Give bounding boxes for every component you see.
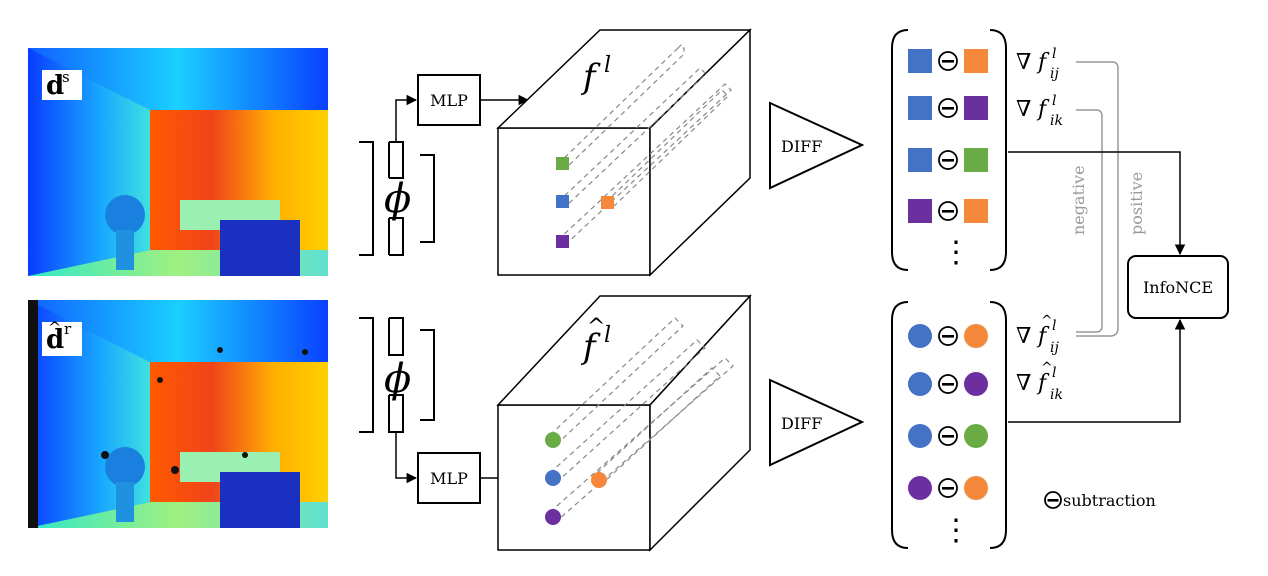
brow2-right-circle [964, 372, 988, 396]
svg-text:ik: ik [1050, 113, 1063, 129]
infonce-box [1127, 255, 1229, 319]
svg-text:^: ^ [48, 318, 61, 337]
svg-text:l: l [1052, 46, 1056, 62]
svg-text:l: l [1052, 365, 1056, 381]
grad-label-top-ij: ∇ f l ij [1016, 46, 1059, 82]
brow2-left-circle [908, 372, 932, 396]
gradient-rows-top [908, 49, 988, 223]
grad-label-bottom-ik: ∇ f ^ l ik [1016, 360, 1063, 403]
svg-text:ij: ij [1050, 340, 1059, 356]
svg-text:ij: ij [1050, 66, 1059, 82]
negative-label: negative [1069, 165, 1088, 235]
mlp-top-connector [395, 94, 530, 142]
svg-text:^: ^ [1041, 313, 1053, 329]
svg-text:l: l [604, 53, 611, 78]
row4-right-square [964, 199, 988, 223]
diff-label-top: DIFF [781, 137, 822, 156]
subtraction-legend: subtraction [1044, 491, 1156, 510]
infonce-connectors [1008, 151, 1186, 423]
ellipsis-bottom: ⋮ [941, 513, 971, 548]
sample-blue-square [556, 195, 569, 208]
sample-green-square [556, 157, 569, 170]
brow4-left-circle [908, 476, 932, 500]
gradient-vector-bottom [891, 301, 1007, 549]
svg-text:^: ^ [1041, 360, 1053, 376]
mlp-label-bottom: MLP [430, 469, 468, 488]
depth-image-synthetic-label: d s [42, 68, 82, 101]
svg-text:∇: ∇ [1016, 371, 1031, 396]
grad-label-bottom-ij: ∇ f ^ l ij [1016, 313, 1059, 356]
svg-text:d: d [46, 325, 64, 355]
gradient-rows-bottom [908, 324, 988, 500]
infonce-label: InfoNCE [1143, 278, 1213, 297]
row4-left-square [908, 199, 932, 223]
sample-purple-circle [545, 509, 561, 525]
mlp-box-bottom [417, 452, 481, 504]
row3-left-square [908, 148, 932, 172]
svg-text:∇: ∇ [1016, 50, 1031, 75]
row1-right-square [964, 49, 988, 73]
minus-circles-top [938, 51, 958, 221]
brow1-right-circle [964, 324, 988, 348]
brow1-left-circle [908, 324, 932, 348]
mlp-box-top [417, 74, 481, 126]
grad-label-top-ik: ∇ f l ik [1016, 93, 1063, 129]
row3-right-square [964, 148, 988, 172]
subtraction-legend-label: subtraction [1063, 491, 1156, 510]
positive-label: positive [1127, 172, 1146, 235]
feature-cube-top [496, 28, 752, 277]
svg-text:s: s [62, 68, 70, 86]
feature-cube-top-dashes [557, 44, 732, 247]
diff-label-bottom: DIFF [781, 414, 822, 433]
brow4-right-circle [964, 476, 988, 500]
svg-text:l: l [604, 323, 611, 348]
row2-right-square [964, 96, 988, 120]
svg-text:f: f [1036, 97, 1050, 122]
svg-text:∇: ∇ [1016, 97, 1031, 122]
row2-left-square [908, 96, 932, 120]
gradient-vector-top [891, 29, 1007, 271]
svg-text:ik: ik [1050, 387, 1063, 403]
svg-text:^: ^ [587, 315, 605, 340]
ellipsis-top: ⋮ [941, 235, 971, 270]
pair-connectors [1076, 61, 1119, 337]
sample-green-circle [545, 432, 561, 448]
sample-orange-square [601, 196, 614, 209]
sample-blue-circle [545, 470, 561, 486]
diff-block-bottom [769, 378, 865, 467]
feature-cube-bottom [496, 294, 752, 552]
sample-orange-circle [591, 472, 607, 488]
brow3-left-circle [908, 424, 932, 448]
svg-text:d: d [46, 71, 64, 101]
sample-purple-square [556, 235, 569, 248]
feature-cube-bottom-dashes [549, 317, 734, 521]
svg-text:r: r [64, 320, 72, 338]
depth-image-real-label: d ^ r [42, 318, 82, 356]
svg-text:f: f [1036, 50, 1050, 75]
feature-samples-top [556, 157, 614, 248]
brow3-right-circle [964, 424, 988, 448]
svg-text:l: l [1052, 93, 1056, 109]
depth-image-synthetic [28, 48, 328, 276]
encoder-symbol-bottom: ϕ [384, 356, 411, 402]
mlp-label-top: MLP [430, 91, 468, 110]
svg-text:l: l [1052, 318, 1056, 334]
diff-block-top [769, 101, 865, 190]
svg-text:∇: ∇ [1016, 324, 1031, 349]
feature-samples-bottom [545, 432, 607, 525]
encoder-symbol-top: ϕ [384, 176, 411, 222]
negative-connector [1076, 109, 1103, 333]
positive-connector [1076, 61, 1119, 337]
minus-circles-bottom [938, 326, 958, 498]
row1-left-square [908, 49, 932, 73]
encoder-network-bottom [359, 317, 435, 433]
